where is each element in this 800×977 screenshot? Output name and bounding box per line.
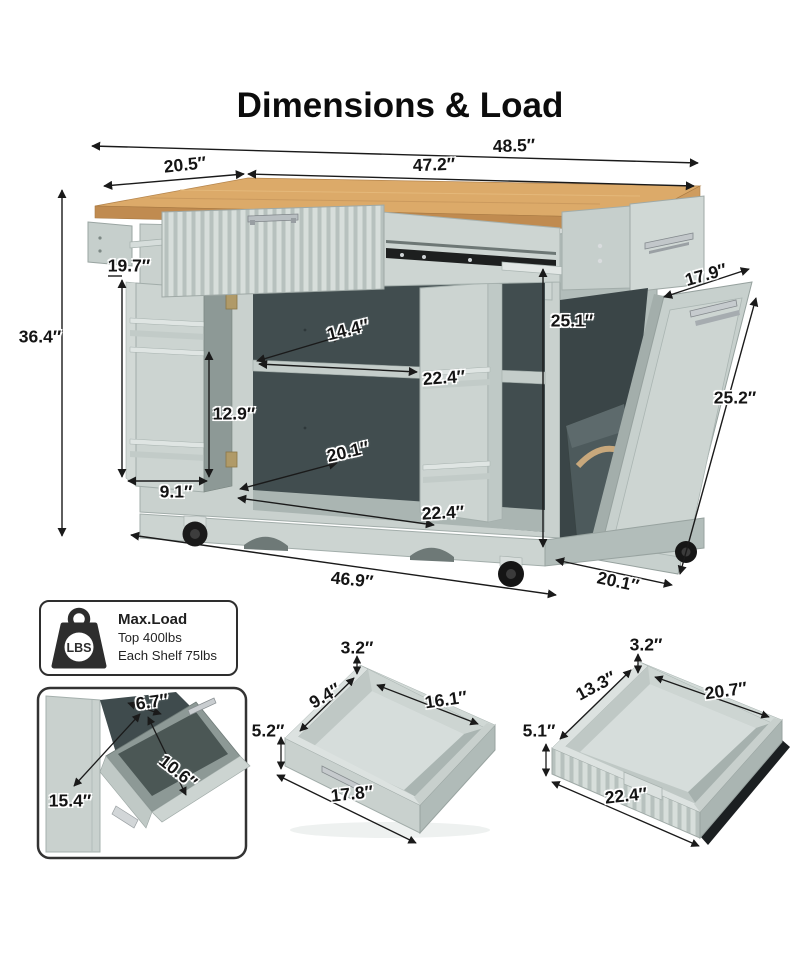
dim-countertop-width: 47.2″ [412,153,456,176]
page-title: Dimensions & Load [236,86,564,125]
dim-sd-rim-height: 3.2″ [340,637,374,658]
dim-ld-rim-height: 3.2″ [629,634,663,655]
dim-lower-compartment-width: 22.4″ [421,501,465,524]
dim-door-rack-height: 12.9″ [212,403,256,424]
dim-base-width: 46.9″ [329,567,375,592]
dim-sd-front-width: 17.8″ [329,781,375,806]
dim-tilt-opening-width: 6.7″ [134,689,170,714]
small-drawer-inset [276,655,496,844]
left-door-rack [125,281,238,493]
right-door-rack [419,282,503,523]
dim-overall-width: 48.5″ [492,134,536,157]
weight-icon: LBS [51,607,107,669]
dim-top-depth: 20.5″ [162,152,208,177]
load-ratings: Max.Load Top 400lbs Each Shelf 75lbs [118,611,217,665]
max-load-badge: LBS Max.Load Top 400lbs Each Shelf 75lbs [39,600,238,676]
drawer-handle [644,232,694,254]
dim-sd-height: 5.2″ [251,720,285,741]
dim-ld-front-width: 22.4″ [603,783,649,808]
dim-ld-height: 5.1″ [522,720,556,741]
dim-overall-height: 36.4″ [18,326,62,347]
drawer-handle [247,213,299,225]
dimension-lines [57,141,759,599]
tilt-compartment-inset [36,686,251,860]
weight-icon-label: LBS [67,641,92,655]
dim-side-rack-height: 19.7″ [107,255,151,276]
dim-tilt-height: 15.4″ [48,790,92,811]
dim-right-compartment-height: 25.1″ [550,310,594,331]
shelf-load-rating: Each Shelf 75lbs [118,648,217,663]
dim-side-rack-depth: 9.1″ [159,481,193,502]
top-load-rating: Top 400lbs [118,630,182,645]
large-drawer-inset [541,653,790,847]
dim-shelf-width: 22.4″ [422,366,466,389]
dim-tilt-door-length: 25.2″ [713,387,757,408]
max-load-title: Max.Load [118,611,188,628]
